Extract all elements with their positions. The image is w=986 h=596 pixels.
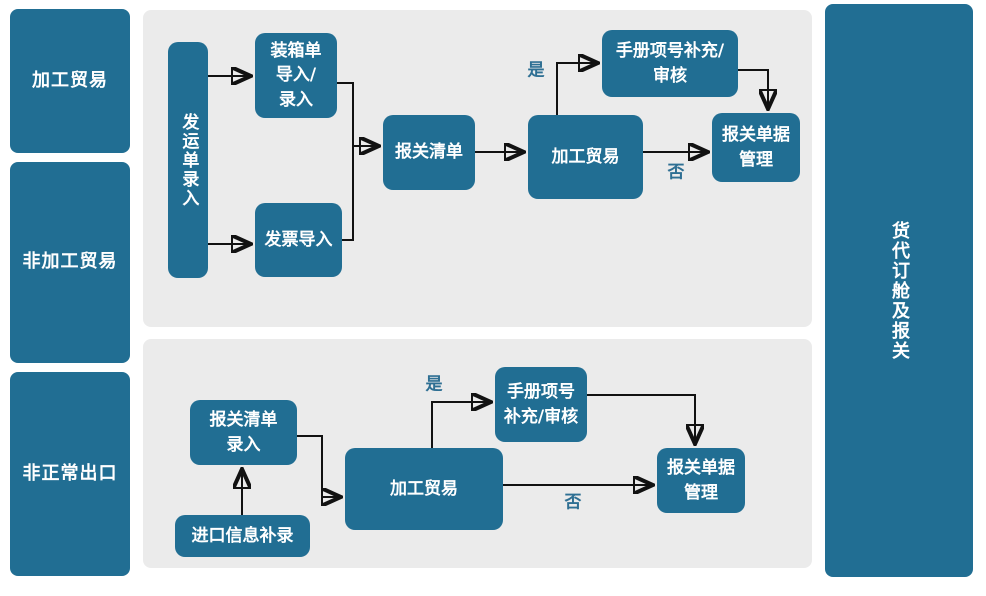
lane-non-processing-trade: 非加工贸易	[10, 162, 130, 363]
node-import-info-supplement: 进口信息补录	[175, 515, 310, 557]
node-declaration-list-entry: 报关清单 录入	[190, 400, 297, 465]
node-manual-item-supplement-top: 手册项号补充/ 审核	[602, 30, 738, 97]
node-declaration-list-top: 报关清单	[383, 115, 475, 190]
lane-freight-booking: 货代订舱及报关	[825, 4, 973, 577]
node-declaration-doc-mgmt-bottom: 报关单据 管理	[657, 448, 745, 513]
decision-label-yes-top: 是	[527, 60, 545, 81]
lane-processing-trade: 加工贸易	[10, 9, 130, 153]
node-shipping-order-entry: 发运单录入	[168, 42, 208, 278]
decision-label-no-top: 否	[667, 162, 685, 183]
decision-label-yes-bottom: 是	[425, 374, 443, 395]
node-processing-trade-top: 加工贸易	[528, 115, 643, 199]
decision-label-no-bottom: 否	[564, 492, 582, 513]
node-declaration-doc-mgmt-top: 报关单据 管理	[712, 113, 800, 182]
node-invoice-import: 发票导入	[255, 203, 342, 277]
lane-abnormal-export: 非正常出口	[10, 372, 130, 576]
node-processing-trade-bottom: 加工贸易	[345, 448, 503, 530]
node-manual-item-supplement-bottom: 手册项号 补充/审核	[495, 367, 587, 442]
node-packing-list-import: 装箱单 导入/ 录入	[255, 33, 337, 118]
